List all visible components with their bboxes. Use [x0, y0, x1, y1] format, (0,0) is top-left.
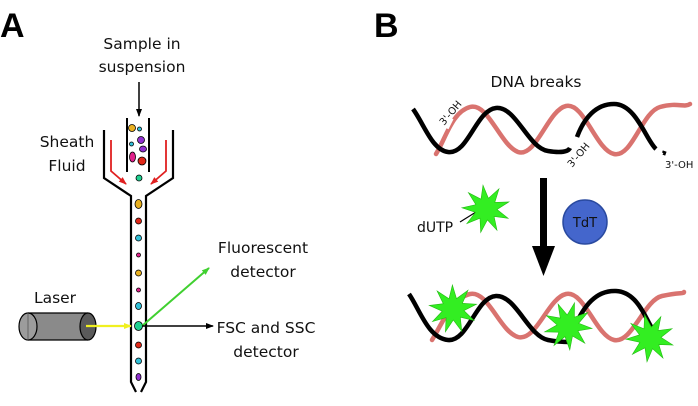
dna-strand-black-bottom-1: [407, 292, 571, 345]
sheath-label-line2: Fluid: [48, 157, 85, 175]
tdt-circle-icon: [562, 199, 608, 245]
pink-break-gap: [443, 116, 454, 130]
panel-a: A Sample in suspension Sheath Fluid Lase…: [0, 7, 316, 393]
cell: [135, 302, 142, 310]
scatter-detector-line1: FSC and SSC: [217, 319, 316, 337]
cell: [136, 287, 141, 293]
cell: [135, 174, 143, 182]
panel-b: B DNA breaks 3'-OH 3'-OH 3'-OH dUTP TdT: [374, 7, 693, 363]
cell: [135, 217, 142, 225]
cell: [137, 136, 145, 144]
cell: [129, 141, 134, 147]
black-break-gap-1: [568, 138, 579, 150]
labeled-dutp-stars: [428, 283, 674, 363]
panel-b-label: B: [374, 7, 399, 45]
fluorescence-beam: [141, 267, 210, 327]
dutp-linker: [459, 211, 477, 223]
dna-strand-black-top-2: [574, 101, 658, 151]
dna-strand-black-bottom-2: [572, 288, 654, 330]
sheath-label-line1: Sheath: [40, 133, 95, 151]
dna-strand-pink-bottom: [429, 289, 687, 343]
cell: [137, 126, 142, 132]
panel-a-label: A: [0, 7, 25, 45]
stream-cells: [134, 199, 143, 381]
dna-strand-pink-top: [433, 101, 693, 157]
dna-breaks-title: DNA breaks: [490, 73, 581, 91]
tdt-label: TdT: [572, 216, 597, 231]
cell: [135, 269, 142, 277]
dutp-star: [624, 313, 674, 363]
sheath-flow-arrow-right: [150, 140, 167, 185]
cell: [135, 341, 142, 349]
cell: [139, 145, 147, 153]
dutp-star: [460, 184, 510, 234]
scatter-detector-line2: detector: [233, 343, 299, 361]
sample-cells: [128, 124, 147, 182]
fluorescent-detector-line2: detector: [230, 263, 296, 281]
cell: [128, 124, 136, 132]
cell: [135, 373, 142, 381]
cell: [135, 357, 142, 365]
dutp-star: [428, 283, 478, 333]
laser-icon: [18, 312, 97, 341]
cell: [137, 156, 147, 166]
black-break-gap-2: [655, 148, 664, 157]
sample-label-line2: suspension: [99, 58, 186, 76]
cell: [136, 252, 141, 258]
cell: [129, 151, 136, 163]
sheath-flow-arrow-left: [110, 140, 127, 185]
cell: [134, 321, 143, 331]
flow-cell: [102, 130, 175, 393]
reaction-arrow: [532, 178, 555, 276]
dutp-star: [543, 301, 594, 352]
sample-injection-tube: [126, 118, 150, 172]
dutp-label: dUTP: [417, 220, 453, 236]
cell: [135, 234, 142, 242]
cell: [134, 199, 143, 209]
dutp-star-icon: [460, 184, 510, 234]
dna-strand-black-top-1: [411, 105, 573, 155]
sample-label-line1: Sample in: [103, 35, 180, 53]
oh-label-3: 3'-OH: [665, 160, 693, 171]
fluorescent-detector-line1: Fluorescent: [218, 239, 308, 257]
laser-label: Laser: [34, 289, 77, 307]
tdt-enzyme: TdT: [562, 199, 608, 245]
